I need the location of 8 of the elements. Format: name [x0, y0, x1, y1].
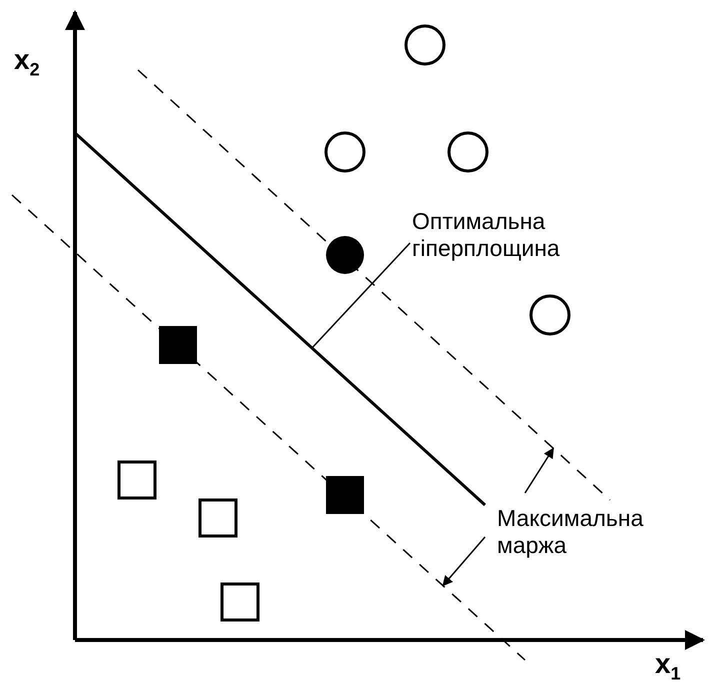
- arrow: [442, 536, 486, 586]
- leader-line: [311, 242, 411, 349]
- axis-label: x$_{2}$: [14, 44, 40, 81]
- axis-label: x$_{1}$: [655, 648, 681, 685]
- annotation-text: Максимальна маржа: [497, 505, 712, 559]
- annotation-text: Оптимальна гіперплощина: [412, 208, 612, 262]
- arrow: [524, 448, 554, 494]
- margin-line: [138, 69, 610, 501]
